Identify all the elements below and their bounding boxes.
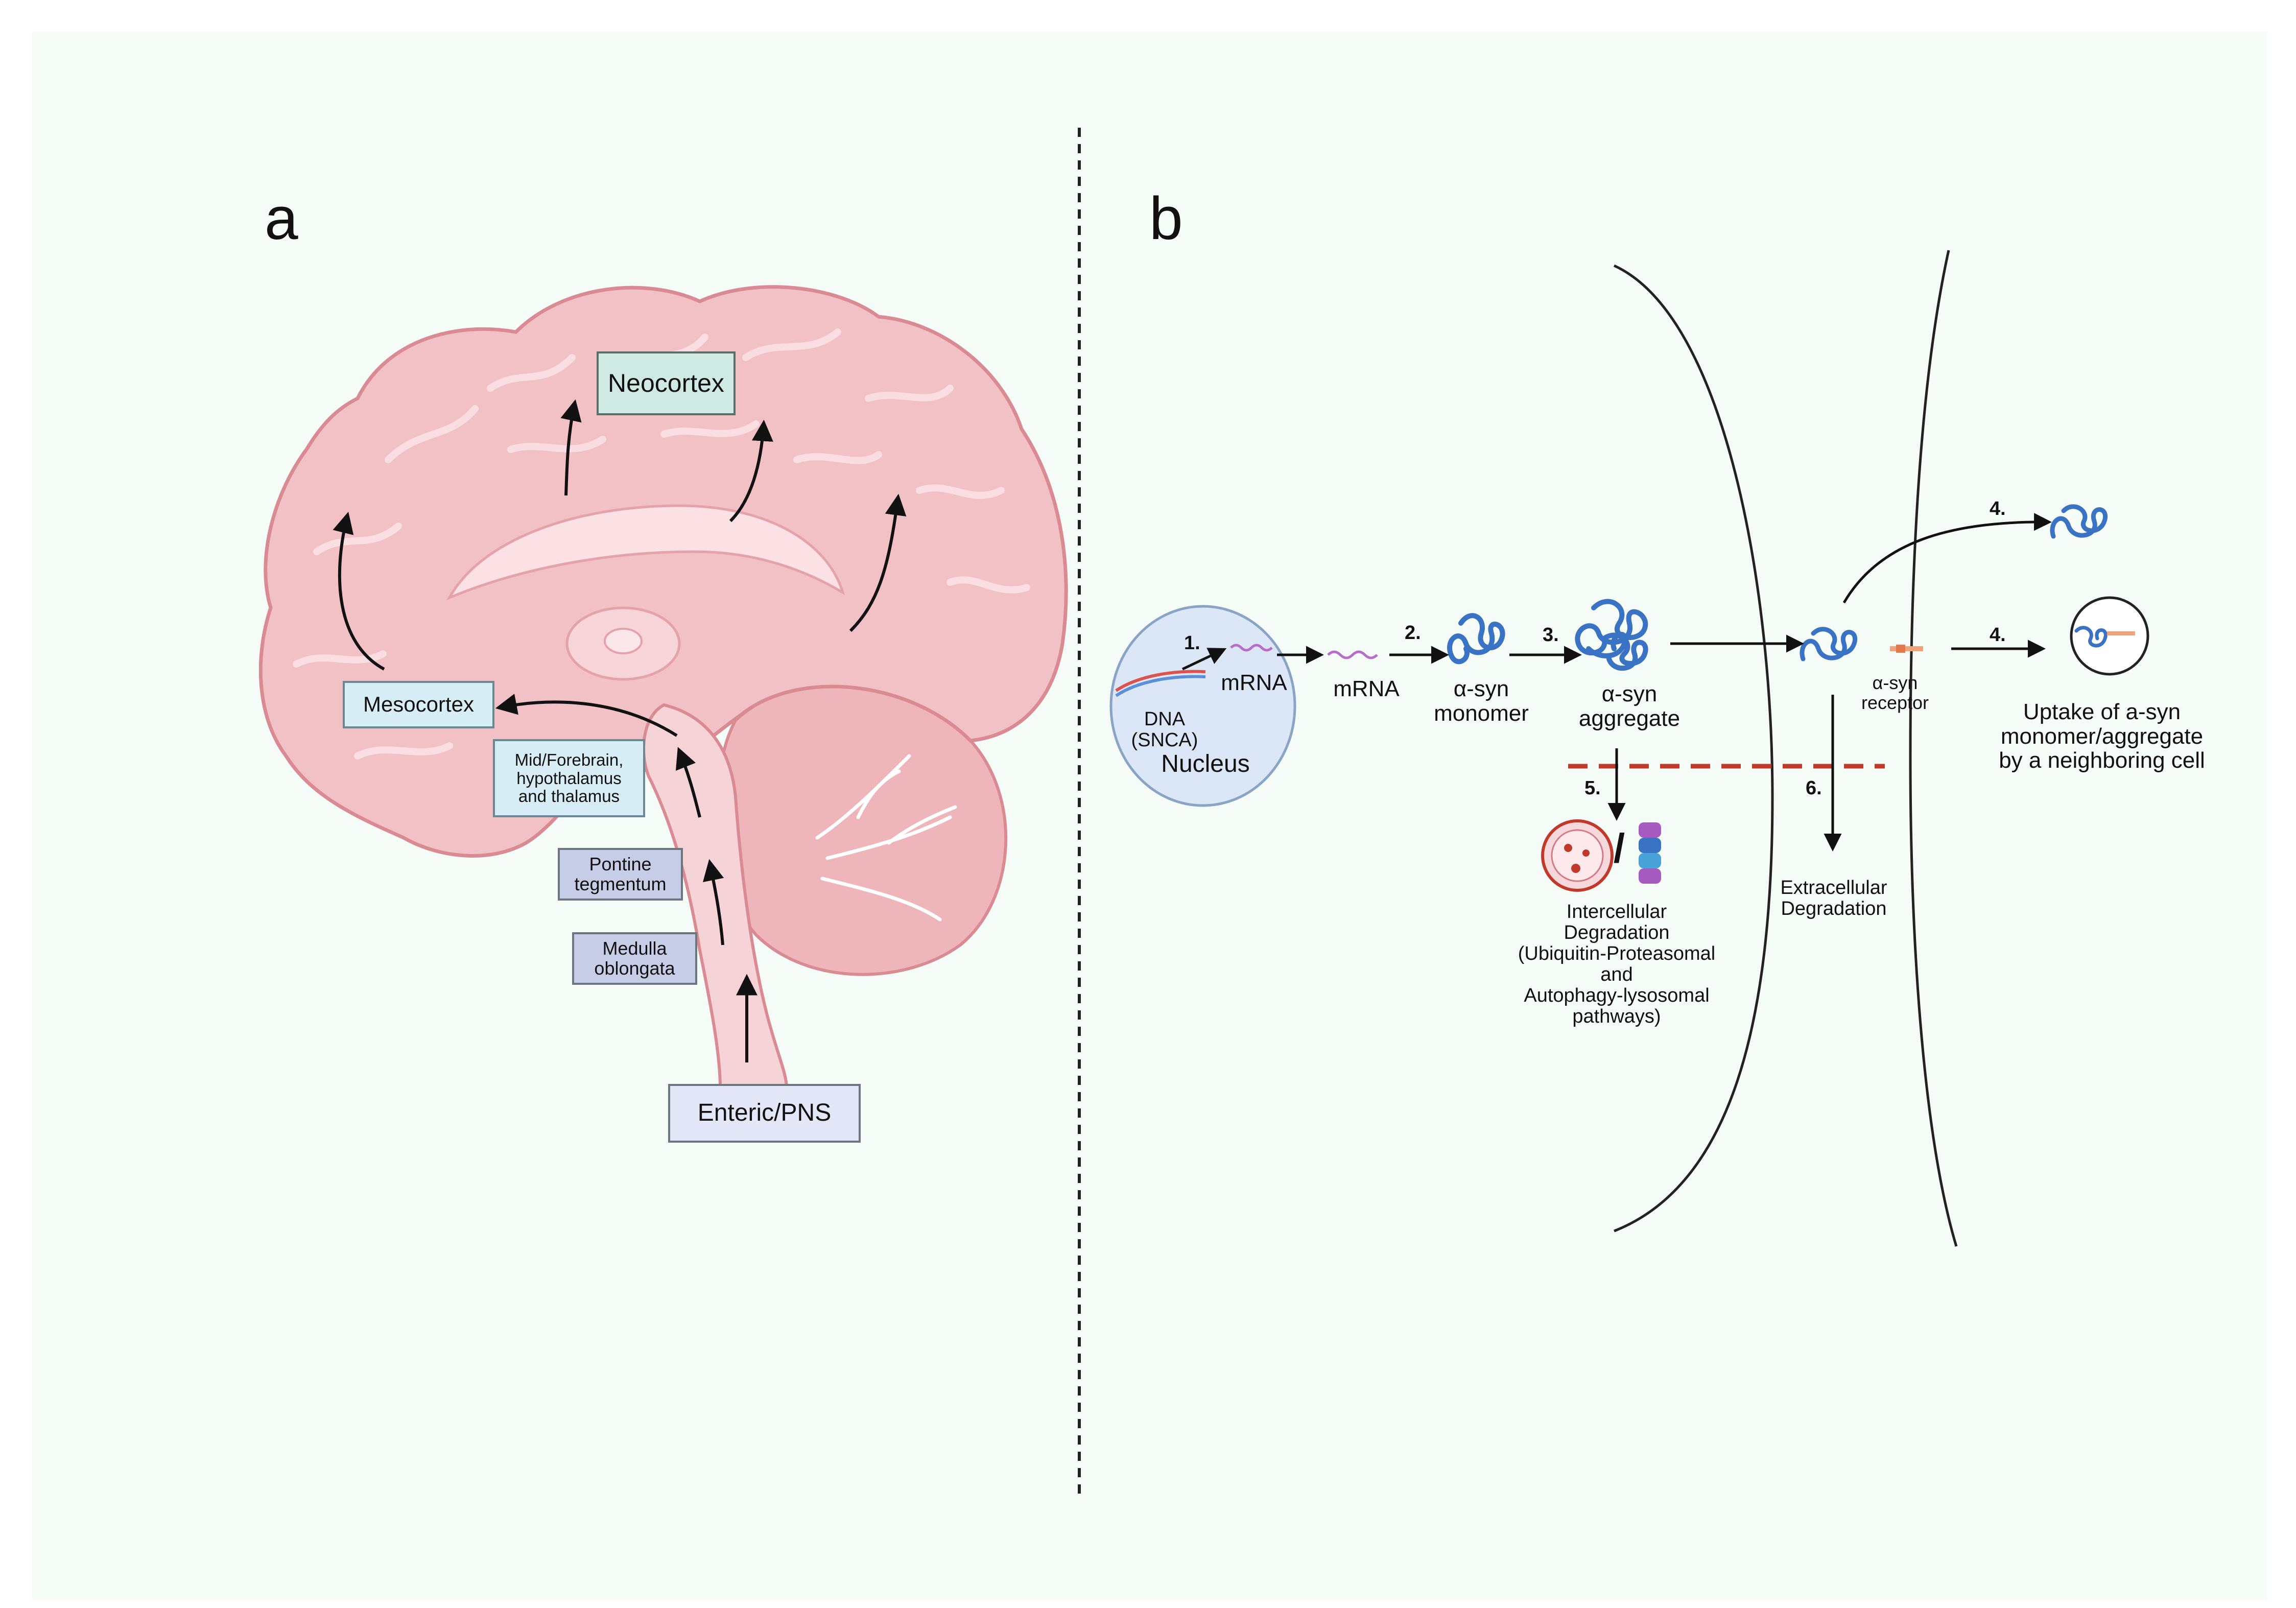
slash-separator: / (1613, 825, 1625, 871)
mrna-squiggle-nucleus (1230, 644, 1273, 652)
alpha-syn-aggregate (1575, 599, 1648, 671)
arrow-neo-1 (560, 399, 582, 496)
enteric-pns-box: Enteric/PNS (668, 1084, 861, 1143)
step-1-label: 1. (1184, 632, 1200, 654)
step-4-receptor-label: 4. (1990, 624, 2006, 646)
arrow-step-4-top (1842, 513, 2052, 604)
dna-helix (1115, 670, 1206, 697)
arrow-step-1 (1181, 648, 1227, 671)
proteasome-icon (1639, 822, 1661, 884)
pontine-tegmentum-box: Pontine tegmentum (558, 848, 683, 901)
monomer-label: α-syn monomer (1434, 676, 1529, 726)
nucleus-label: Nucleus (1161, 750, 1250, 777)
mrna-label: mRNA (1333, 676, 1400, 701)
neighbor-vesicle (2070, 596, 2149, 676)
step-5-label: 5. (1584, 777, 1601, 799)
propagation-arrows (333, 399, 907, 1062)
neocortex-box: Neocortex (597, 351, 736, 415)
arrow-pontine-midbrain (675, 747, 701, 818)
alpha-syn-receptor (1890, 645, 1923, 653)
arrow-to-mesocortex (495, 694, 678, 737)
dna-label: DNA (SNCA) (1131, 708, 1198, 751)
mesocortex-box: Mesocortex (343, 681, 494, 728)
intercellular-degradation-label: Intercellular Degradation (Ubiquitin-Pro… (1518, 901, 1716, 1028)
nucleus (1109, 605, 1296, 807)
cell-membrane-right (1909, 250, 1958, 1247)
extracellular-degradation-label: Extracellular Degradation (1780, 877, 1887, 920)
cell-membrane-left (1613, 264, 1774, 1233)
lysosome-icon (1541, 819, 1614, 892)
medulla-oblongata-box: Medulla oblongata (572, 932, 697, 985)
step-2-label: 2. (1405, 622, 1421, 644)
uptake-label: Uptake of a-syn monomer/aggregate by a n… (1999, 699, 2205, 773)
step-6-label: 6. (1806, 777, 1822, 799)
alpha-syn-monomer (1447, 613, 1505, 665)
pathway-arrows (1181, 513, 2052, 852)
step-3-label: 3. (1543, 624, 1559, 646)
arrow-neo-3 (849, 493, 907, 632)
receptor-label: α-syn receptor (1861, 672, 1929, 713)
aggregate-label: α-syn aggregate (1578, 681, 1680, 731)
mrna-squiggle (1327, 650, 1378, 659)
panel-a-letter: a (265, 185, 298, 252)
mid-forebrain-box: Mid/Forebrain, hypothalamus and thalamus (493, 739, 645, 817)
arrow-neo-2 (729, 419, 773, 523)
step-4-top-label: 4. (1990, 498, 2006, 519)
corpus-callosum (446, 504, 845, 601)
mrna-nucleus-label: mRNA (1221, 670, 1287, 695)
alpha-syn-released (1800, 627, 1858, 661)
arrow-medulla-pontine (702, 859, 724, 945)
arrow-meso-1 (333, 511, 385, 671)
alpha-syn-extracellular (2050, 504, 2108, 539)
panel-b-letter: b (1149, 185, 1183, 252)
